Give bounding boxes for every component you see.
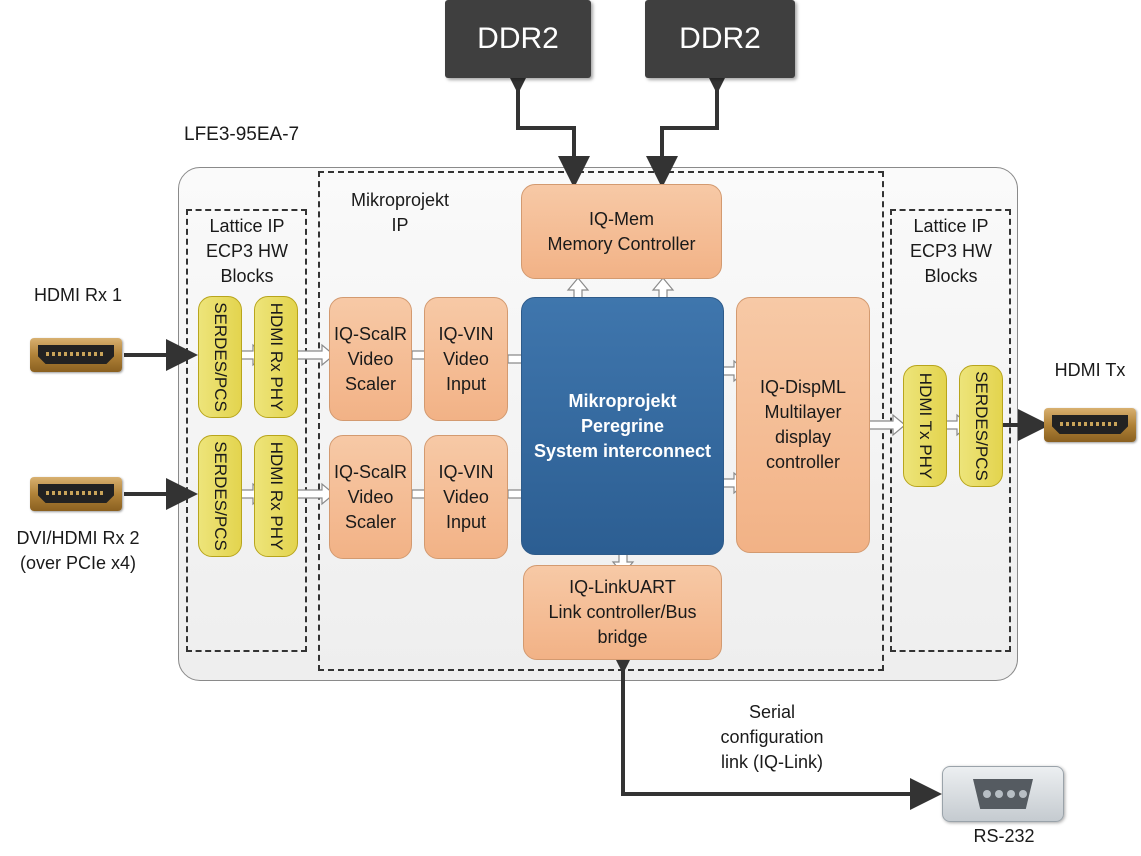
serial-link-label: Serial configuration link (IQ-Link)	[720, 702, 824, 772]
fpga-part-label: LFE3-95EA-7	[184, 124, 300, 145]
lattice-ip-left-region	[186, 209, 307, 652]
iq-linkuart-block: IQ-LinkUART Link controller/Bus bridge	[523, 565, 722, 660]
rs232-connector-icon	[942, 766, 1064, 822]
hdmi-rx2-connector-icon	[30, 477, 122, 511]
hdmi-rx-phy-block-2: HDMI Rx PHY	[254, 435, 298, 557]
serdes-pcs-label-1: SERDES/PCS	[211, 302, 230, 412]
lattice-ip-right-region	[890, 209, 1011, 652]
serdes-pcs-block-2: SERDES/PCS	[198, 435, 242, 557]
hdmi-rx1-connector-icon	[30, 338, 122, 372]
hdmi-tx-phy-block: HDMI Tx PHY	[903, 365, 947, 487]
iq-vin-block-2: IQ-VIN Video Input	[424, 435, 508, 559]
serdes-pcs-label-2: SERDES/PCS	[211, 441, 230, 551]
hdmi-rx2-label: DVI/HDMI Rx 2 (over PCIe x4)	[16, 528, 140, 573]
hdmi-rx1-label: HDMI Rx 1	[33, 285, 122, 305]
hdmi-rx-phy-block-1: HDMI Rx PHY	[254, 296, 298, 418]
rs232-label: RS-232	[973, 826, 1035, 846]
serial-link-line	[607, 642, 942, 810]
ddr-left-bus	[502, 62, 590, 188]
serdes-pcs-block-1: SERDES/PCS	[198, 296, 242, 418]
ddr2-right-chip: DDR2	[645, 0, 795, 78]
hdmi-rx-phy-label-1: HDMI Rx PHY	[267, 302, 286, 412]
ddr-right-bus	[646, 62, 733, 188]
hdmi-tx-connector-icon	[1044, 408, 1136, 442]
mikroprojekt-title: Mikroprojekt IP	[350, 190, 450, 235]
hdmi-tx-phy-label: HDMI Tx PHY	[916, 372, 935, 480]
iq-scalr-block-1: IQ-ScalR Video Scaler	[329, 297, 412, 421]
iq-dispml-block: IQ-DispML Multilayer display controller	[736, 297, 870, 553]
ddr2-left-chip: DDR2	[445, 0, 591, 78]
serdes-pcs-tx-label: SERDES/PCS	[972, 371, 991, 481]
arrow-phy2-scalr2	[295, 482, 335, 506]
serdes-pcs-tx-block: SERDES/PCS	[959, 365, 1003, 487]
iq-mem-block: IQ-Mem Memory Controller	[521, 184, 722, 279]
hdmi-tx-label: HDMI Tx	[1054, 360, 1126, 380]
hdmi-rx-phy-label-2: HDMI Rx PHY	[267, 441, 286, 551]
lattice-right-title: Lattice IP ECP3 HW Blocks	[909, 216, 992, 286]
arrow-phy1-scalr1	[295, 343, 335, 367]
peregrine-interconnect-block: Mikroprojekt Peregrine System interconne…	[521, 297, 724, 555]
lattice-left-title: Lattice IP ECP3 HW Blocks	[205, 216, 288, 286]
iq-scalr-block-2: IQ-ScalR Video Scaler	[329, 435, 412, 559]
iq-vin-block-1: IQ-VIN Video Input	[424, 297, 508, 421]
